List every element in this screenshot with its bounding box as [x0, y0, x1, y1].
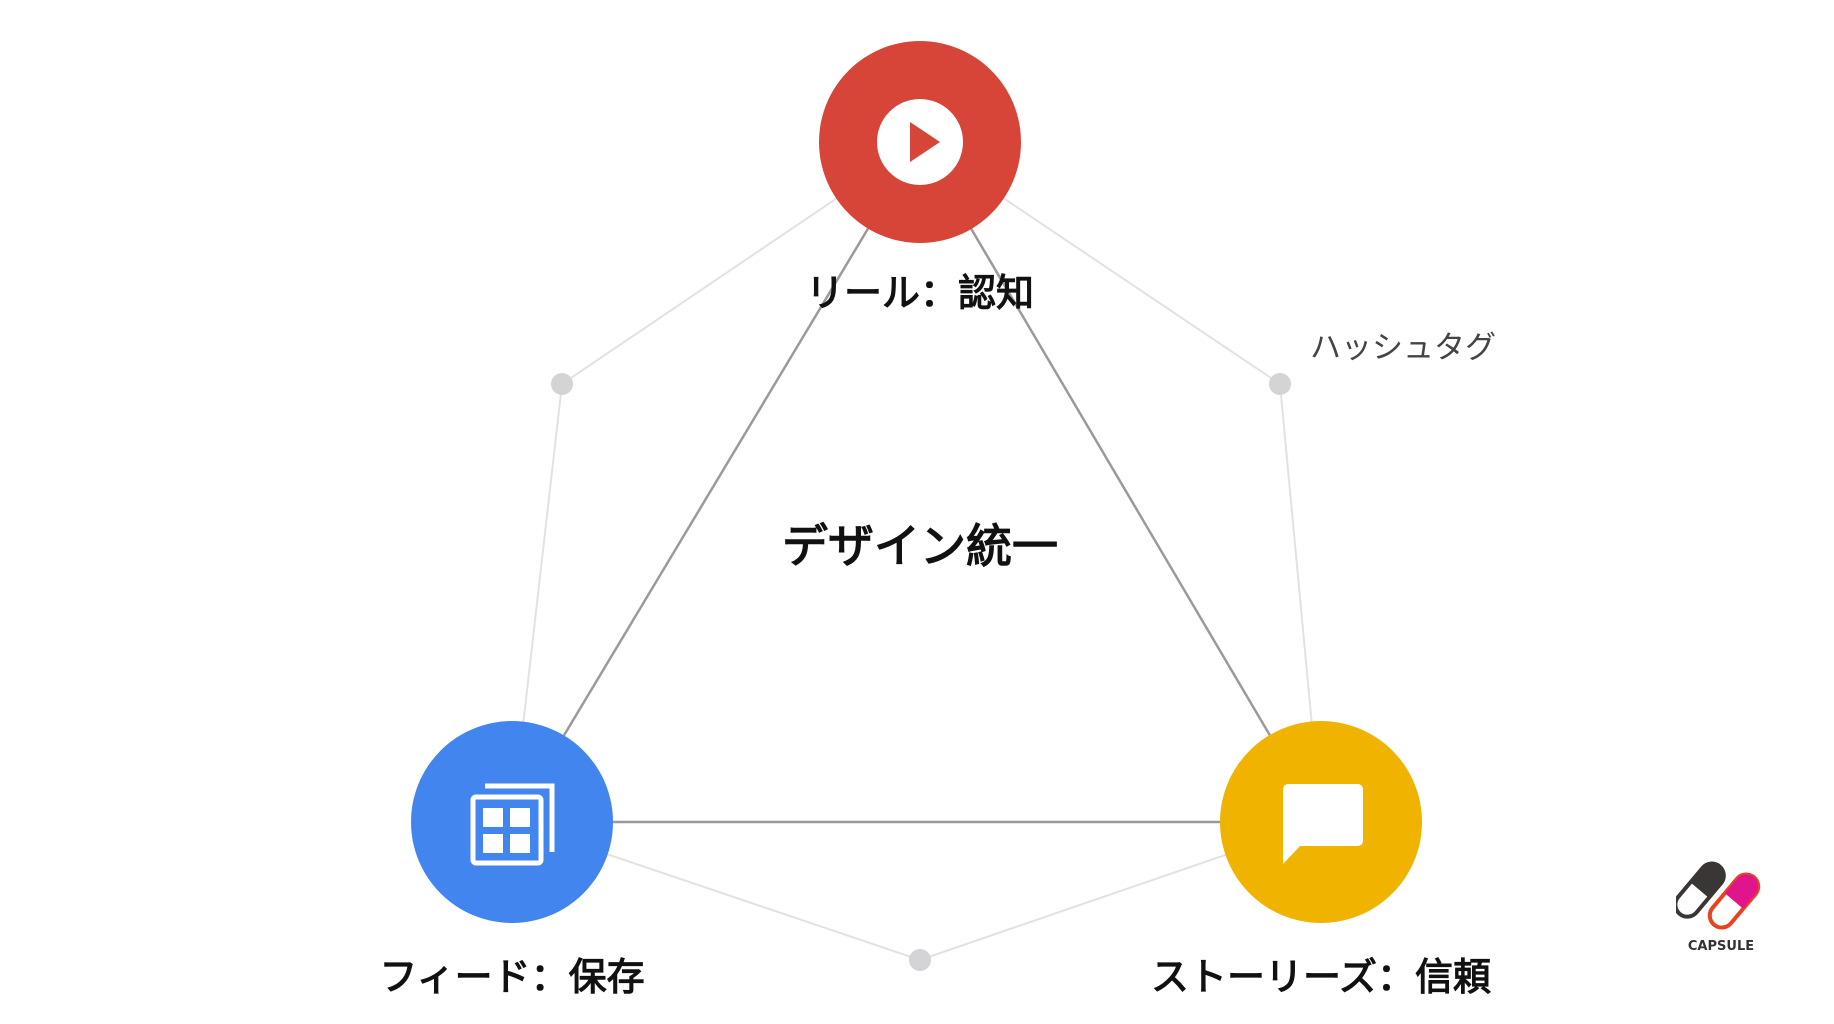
triangle-edge [510, 141, 922, 823]
capsule-logo: CAPSULE [1673, 855, 1766, 954]
stories-node [1220, 721, 1422, 923]
triangle-edge [918, 141, 1323, 823]
chat-bubble-icon [1283, 784, 1363, 864]
reels-label: リール：認知 [805, 271, 1035, 315]
logo-text: CAPSULE [1687, 939, 1755, 954]
feed-label: フィード：保存 [379, 955, 645, 999]
hashtag-label: ハッシュタグ [1310, 330, 1496, 366]
grid-gallery-icon [470, 783, 555, 866]
triangle [510, 141, 1323, 824]
reels-node [819, 41, 1021, 243]
node-dot [909, 949, 931, 971]
node-dot [551, 373, 573, 395]
feed-node [411, 721, 613, 923]
capsule-pills-icon [1673, 861, 1761, 930]
stories-label: ストーリーズ：信頼 [1150, 955, 1492, 999]
play-icon [877, 99, 963, 185]
center-label: デザイン統一 [782, 519, 1058, 573]
node-dot [1269, 373, 1291, 395]
